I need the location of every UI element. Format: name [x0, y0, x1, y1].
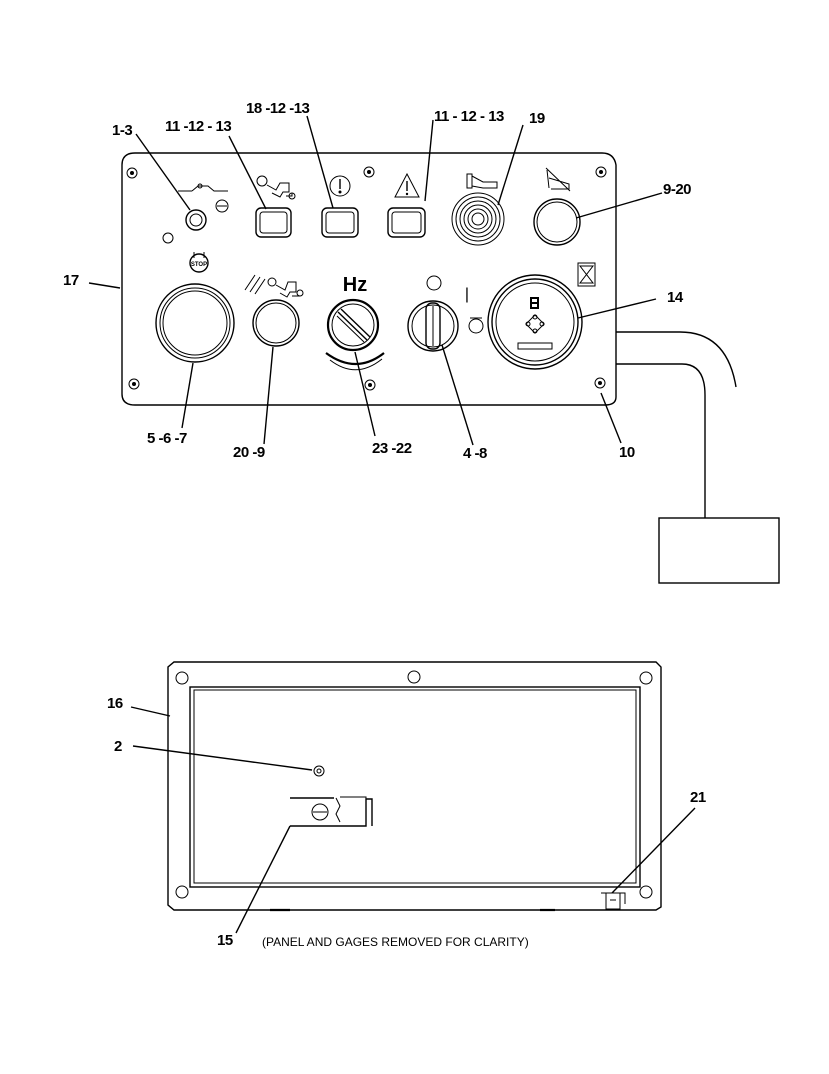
horn-silence-button[interactable] — [533, 198, 581, 246]
panel-screw — [364, 379, 376, 391]
callout-17: 17 — [63, 272, 79, 289]
frame-mount-hole — [175, 671, 189, 685]
callout-23-22: 23 -22 — [372, 440, 412, 457]
callout-11-12-13-left: 11 -12 - 13 — [165, 118, 231, 135]
mounting-nut — [313, 765, 325, 777]
coolant-temp-symbol-icon — [244, 274, 304, 298]
front-panel: STOP Hz — [121, 152, 737, 518]
frame-mount-hole — [639, 671, 653, 685]
panel-screw — [363, 166, 375, 178]
preheat-lamp-test — [215, 199, 229, 213]
callout-18-12-13: 18 -12 -13 — [246, 100, 310, 117]
warning-triangle-icon — [394, 172, 420, 198]
general-alarm-lamp — [321, 207, 359, 238]
hz-label: Hz — [343, 274, 367, 296]
callout-21: 21 — [690, 789, 706, 806]
callout-1-3: 1-3 — [112, 122, 132, 139]
panel-screw — [126, 167, 138, 179]
horn-silence-symbol-icon — [545, 167, 571, 192]
warning-lamp — [387, 207, 426, 238]
general-alarm-symbol-icon — [329, 175, 351, 197]
switch-on-mark: | — [465, 286, 469, 303]
frame-mount-hole — [175, 885, 189, 899]
callout-15: 15 — [217, 932, 233, 949]
water-temp-warning-lamp — [255, 207, 292, 238]
callout-4-8: 4 -8 — [463, 445, 487, 462]
remote-box — [658, 517, 780, 584]
callout-20-9: 20 -9 — [233, 444, 265, 461]
small-indicator-dot — [162, 232, 174, 244]
callout-14: 14 — [667, 289, 684, 306]
panel-screw — [594, 377, 606, 389]
preheat-symbol-icon — [178, 183, 228, 192]
frequency-range-arc — [325, 352, 385, 371]
horn-speaker — [451, 192, 505, 246]
panel-screw — [595, 166, 607, 178]
callout-11-12-13-right: 11 - 12 - 13 — [434, 108, 504, 125]
ground-stud — [601, 892, 626, 910]
callout-9-20: 9-20 — [663, 181, 691, 198]
mounting-bracket — [290, 796, 373, 827]
panel-screw — [128, 378, 140, 390]
frequency-adjust-knob[interactable] — [326, 298, 380, 352]
horn-symbol-icon — [466, 173, 498, 189]
hour-meter-gauge — [487, 274, 583, 370]
figure-caption: (PANEL AND GAGES REMOVED FOR CLARITY) — [262, 935, 529, 949]
switch-off-mark-icon — [426, 275, 442, 291]
water-temp-symbol-icon — [256, 175, 296, 200]
start-position-icon — [468, 317, 484, 334]
hour-meter-symbol-icon — [577, 262, 596, 287]
harness-cable — [616, 331, 737, 518]
preheat-indicator-lamp — [185, 209, 207, 231]
stop-symbol-icon: STOP — [189, 252, 209, 273]
frame-mount-hole — [639, 885, 653, 899]
emergency-stop-button[interactable] — [155, 283, 235, 363]
frame-mount-hole — [407, 670, 421, 684]
callout-10: 10 — [619, 444, 635, 461]
panel-frame — [167, 661, 662, 912]
coolant-button[interactable] — [252, 299, 300, 347]
callout-5-6-7: 5 -6 -7 — [147, 430, 187, 447]
start-switch-knob[interactable] — [407, 300, 459, 352]
callout-2: 2 — [114, 738, 122, 755]
callout-19: 19 — [529, 110, 545, 127]
leader-lines — [88, 115, 696, 934]
stop-label: STOP — [191, 262, 207, 268]
callout-16: 16 — [107, 695, 123, 712]
